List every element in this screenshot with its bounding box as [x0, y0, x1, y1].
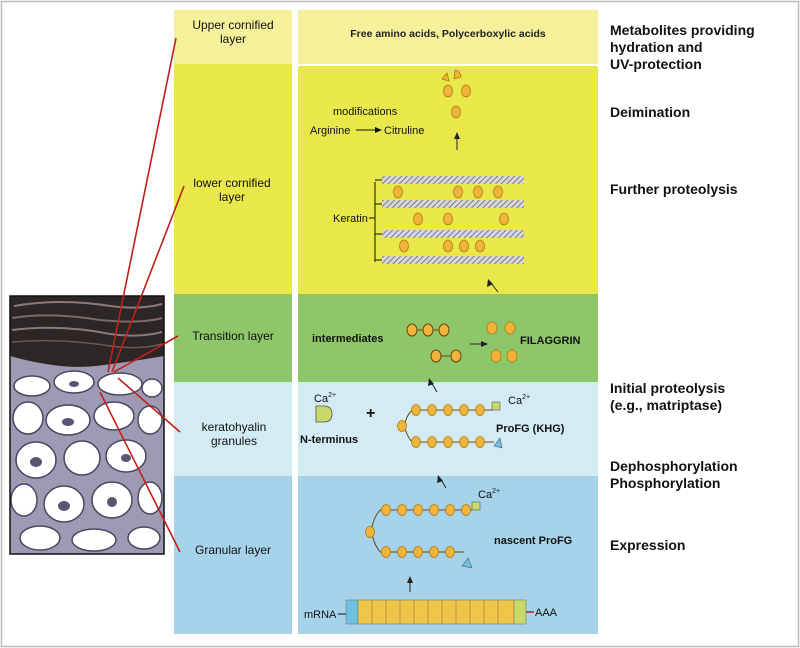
step-initial-proteolysis: Initial proteolysis (e.g., matriptase) — [610, 380, 726, 413]
svg-text:+: + — [366, 405, 375, 422]
arginine-label: Arginine — [310, 125, 350, 137]
modifications-label: modifications — [333, 106, 398, 118]
svg-text:ProFG (KHG): ProFG (KHG) — [496, 423, 565, 435]
histology-image — [9, 295, 165, 555]
band-upper-cornified-left — [174, 10, 292, 64]
band-transition-right — [298, 294, 598, 382]
layer-label-granular: Granular layer — [194, 543, 272, 557]
mrna-strand: mRNA AAA — [304, 599, 558, 625]
svg-text:Ca2+: Ca2+ — [314, 392, 336, 405]
svg-text:Ca2+: Ca2+ — [478, 488, 500, 501]
filaggrin-label: FILAGGRIN — [520, 335, 581, 347]
citruline-label: Citruline — [384, 125, 424, 137]
svg-text:mRNA: mRNA — [304, 609, 337, 621]
profg-khg-chain: Ca2+ ProFG (KHG) — [397, 394, 565, 449]
band-transition-left — [174, 294, 292, 382]
band-keratohyalin-right — [298, 382, 598, 476]
intermediates-label: intermediates — [312, 333, 384, 345]
svg-text:Keratin: Keratin — [333, 213, 368, 225]
step-metabolites: Metabolites providing hydration and UV-p… — [610, 22, 755, 72]
step-deimination: Deimination — [610, 104, 691, 120]
top-metabolites-text: Free amino acids, Polycerboxylic acids — [350, 28, 546, 40]
keratin-bundle: Keratin — [333, 176, 524, 264]
layer-label-keratohyalin: keratohyalin granules — [201, 420, 267, 448]
connector-lines — [99, 37, 185, 553]
svg-text:nascent ProFG: nascent ProFG — [494, 535, 572, 547]
intermediates-chains — [406, 323, 462, 363]
band-lower-cornified-left — [174, 64, 292, 294]
svg-text:N-terminus: N-terminus — [300, 434, 358, 446]
layer-label-upper-cornified: Upper cornified layer — [192, 18, 274, 46]
step-expression: Expression — [610, 537, 686, 553]
layer-label-transition: Transition layer — [192, 329, 274, 343]
amino-acid-fragments — [441, 69, 471, 119]
band-keratohyalin-left — [174, 382, 292, 476]
filaggrin-beads — [486, 321, 518, 363]
step-further-proteolysis: Further proteolysis — [610, 181, 738, 197]
svg-text:AAA: AAA — [535, 607, 558, 619]
nascent-profg-chain: Ca2+ nascent ProFG — [365, 488, 572, 569]
band-upper-cornified-right — [298, 10, 598, 64]
svg-text:Ca2+: Ca2+ — [508, 394, 530, 407]
layer-label-lower-cornified: lower cornified layer — [193, 176, 271, 204]
band-granular-left — [174, 476, 292, 634]
step-phosphorylation: Dephosphorylation Phosphorylation — [610, 458, 738, 491]
n-terminus-group: Ca2+ + N-terminus — [300, 392, 375, 446]
